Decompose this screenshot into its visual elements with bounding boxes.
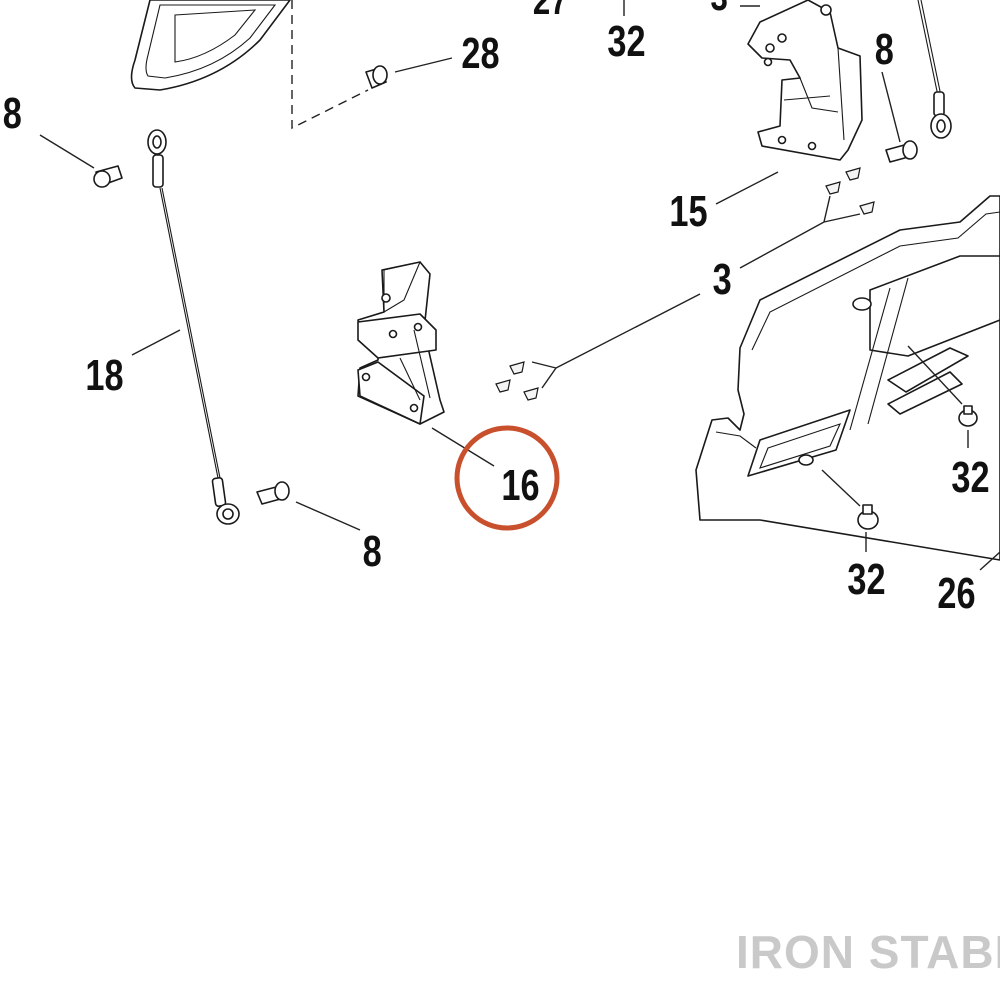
highlight-circle bbox=[454, 425, 560, 531]
screw-group-3-top bbox=[825, 167, 875, 215]
leader-28 bbox=[394, 57, 453, 73]
callout-32-top: 32 bbox=[607, 17, 645, 66]
screw-part-32-right bbox=[958, 405, 978, 427]
bolt-part-8-top-right bbox=[885, 140, 918, 163]
callout-3-top: 3 bbox=[710, 0, 727, 19]
callout-26: 26 bbox=[937, 569, 975, 618]
panel-part-26 bbox=[695, 195, 1000, 561]
callout-8-left: 8 bbox=[3, 89, 22, 138]
leader-32-bottom-upper bbox=[821, 469, 861, 507]
leader-3-mid bbox=[531, 293, 701, 389]
callout-15: 15 bbox=[669, 187, 707, 236]
assembly-dashed-line bbox=[291, 0, 369, 130]
callout-28: 28 bbox=[461, 29, 499, 78]
callout-32-bottom: 32 bbox=[847, 555, 885, 604]
hinge-part-16 bbox=[357, 261, 445, 425]
callout-8-bottom: 8 bbox=[363, 527, 382, 576]
leader-8-top-right bbox=[881, 71, 901, 143]
leader-32-right-upper bbox=[907, 345, 963, 405]
hinge-part-15 bbox=[747, 0, 863, 161]
callout-8-top-right: 8 bbox=[875, 25, 894, 74]
leader-18 bbox=[131, 329, 181, 356]
leader-8-left bbox=[39, 134, 95, 169]
leader-3-top bbox=[739, 195, 861, 269]
screw-group-3-mid bbox=[495, 361, 539, 401]
watermark-logo: IRON STABLE bbox=[736, 926, 1000, 978]
cable-part-top-right bbox=[917, 0, 952, 139]
screw-part-32-bottom bbox=[857, 504, 879, 530]
callout-18: 18 bbox=[85, 351, 123, 400]
callout-27: 27 bbox=[533, 0, 568, 23]
callout-32-right: 32 bbox=[951, 453, 989, 502]
callout-3-mid: 3 bbox=[713, 255, 732, 304]
bolt-part-8-bottom bbox=[256, 481, 290, 505]
callout-16: 16 bbox=[501, 461, 539, 510]
leader-8-bottom bbox=[295, 501, 361, 531]
leader-16 bbox=[431, 427, 495, 467]
bolt-part-8-left bbox=[93, 165, 123, 188]
leader-26 bbox=[979, 551, 1000, 571]
door-panel-part bbox=[130, 0, 291, 91]
cable-part-18 bbox=[147, 129, 240, 525]
leader-15 bbox=[715, 171, 779, 205]
bolt-part-28 bbox=[365, 65, 388, 89]
